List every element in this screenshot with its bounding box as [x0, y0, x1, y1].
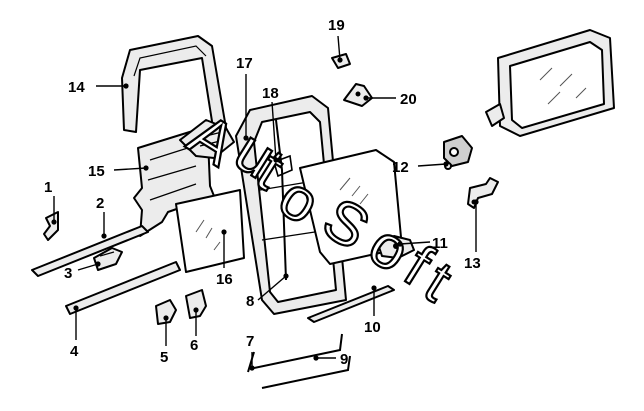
leader-lines: [51, 35, 479, 371]
part-bracket-6: [185, 289, 207, 319]
part-sill-strip: [307, 285, 395, 323]
callout-20: 20: [400, 91, 417, 108]
callout-7: 7: [246, 333, 254, 350]
part-weatherstrips: [247, 333, 351, 389]
callout-15: 15: [88, 163, 105, 180]
callout-17: 17: [236, 55, 253, 72]
part-bracket-5: [155, 299, 177, 325]
callout-19: 19: [328, 17, 345, 34]
callout-16: 16: [216, 271, 233, 288]
part-latch-upper: [485, 103, 505, 127]
part-hinge: [467, 177, 499, 209]
part-handle: [377, 235, 415, 259]
part-bracket-3: [93, 247, 123, 271]
part-lower-panel: [175, 189, 245, 273]
callout-10: 10: [364, 319, 381, 336]
callout-9: 9: [340, 351, 348, 368]
callout-labels: 1 2 3 4 5 6 7 8 9 10 11 12 13 14 15 16 1…: [44, 17, 481, 368]
callout-11: 11: [432, 235, 448, 252]
part-door-frame: [235, 95, 347, 315]
part-regulator: [273, 119, 293, 281]
part-clip: [43, 211, 59, 241]
callout-4: 4: [70, 343, 79, 360]
callout-5: 5: [160, 349, 168, 366]
callout-3: 3: [64, 265, 72, 282]
callout-8: 8: [246, 293, 254, 310]
part-top-bracket: [179, 119, 235, 159]
callout-2: 2: [96, 195, 104, 212]
callout-13: 13: [464, 255, 481, 272]
callout-6: 6: [190, 337, 198, 354]
callout-14: 14: [68, 79, 85, 96]
callout-1: 1: [44, 179, 52, 196]
callout-12: 12: [392, 159, 409, 176]
callout-18: 18: [262, 85, 279, 102]
part-striker: [343, 83, 373, 107]
part-trim-strip-lower: [65, 261, 181, 315]
part-trim-strip-long: [31, 225, 149, 277]
part-quarter-glass: [497, 29, 615, 137]
